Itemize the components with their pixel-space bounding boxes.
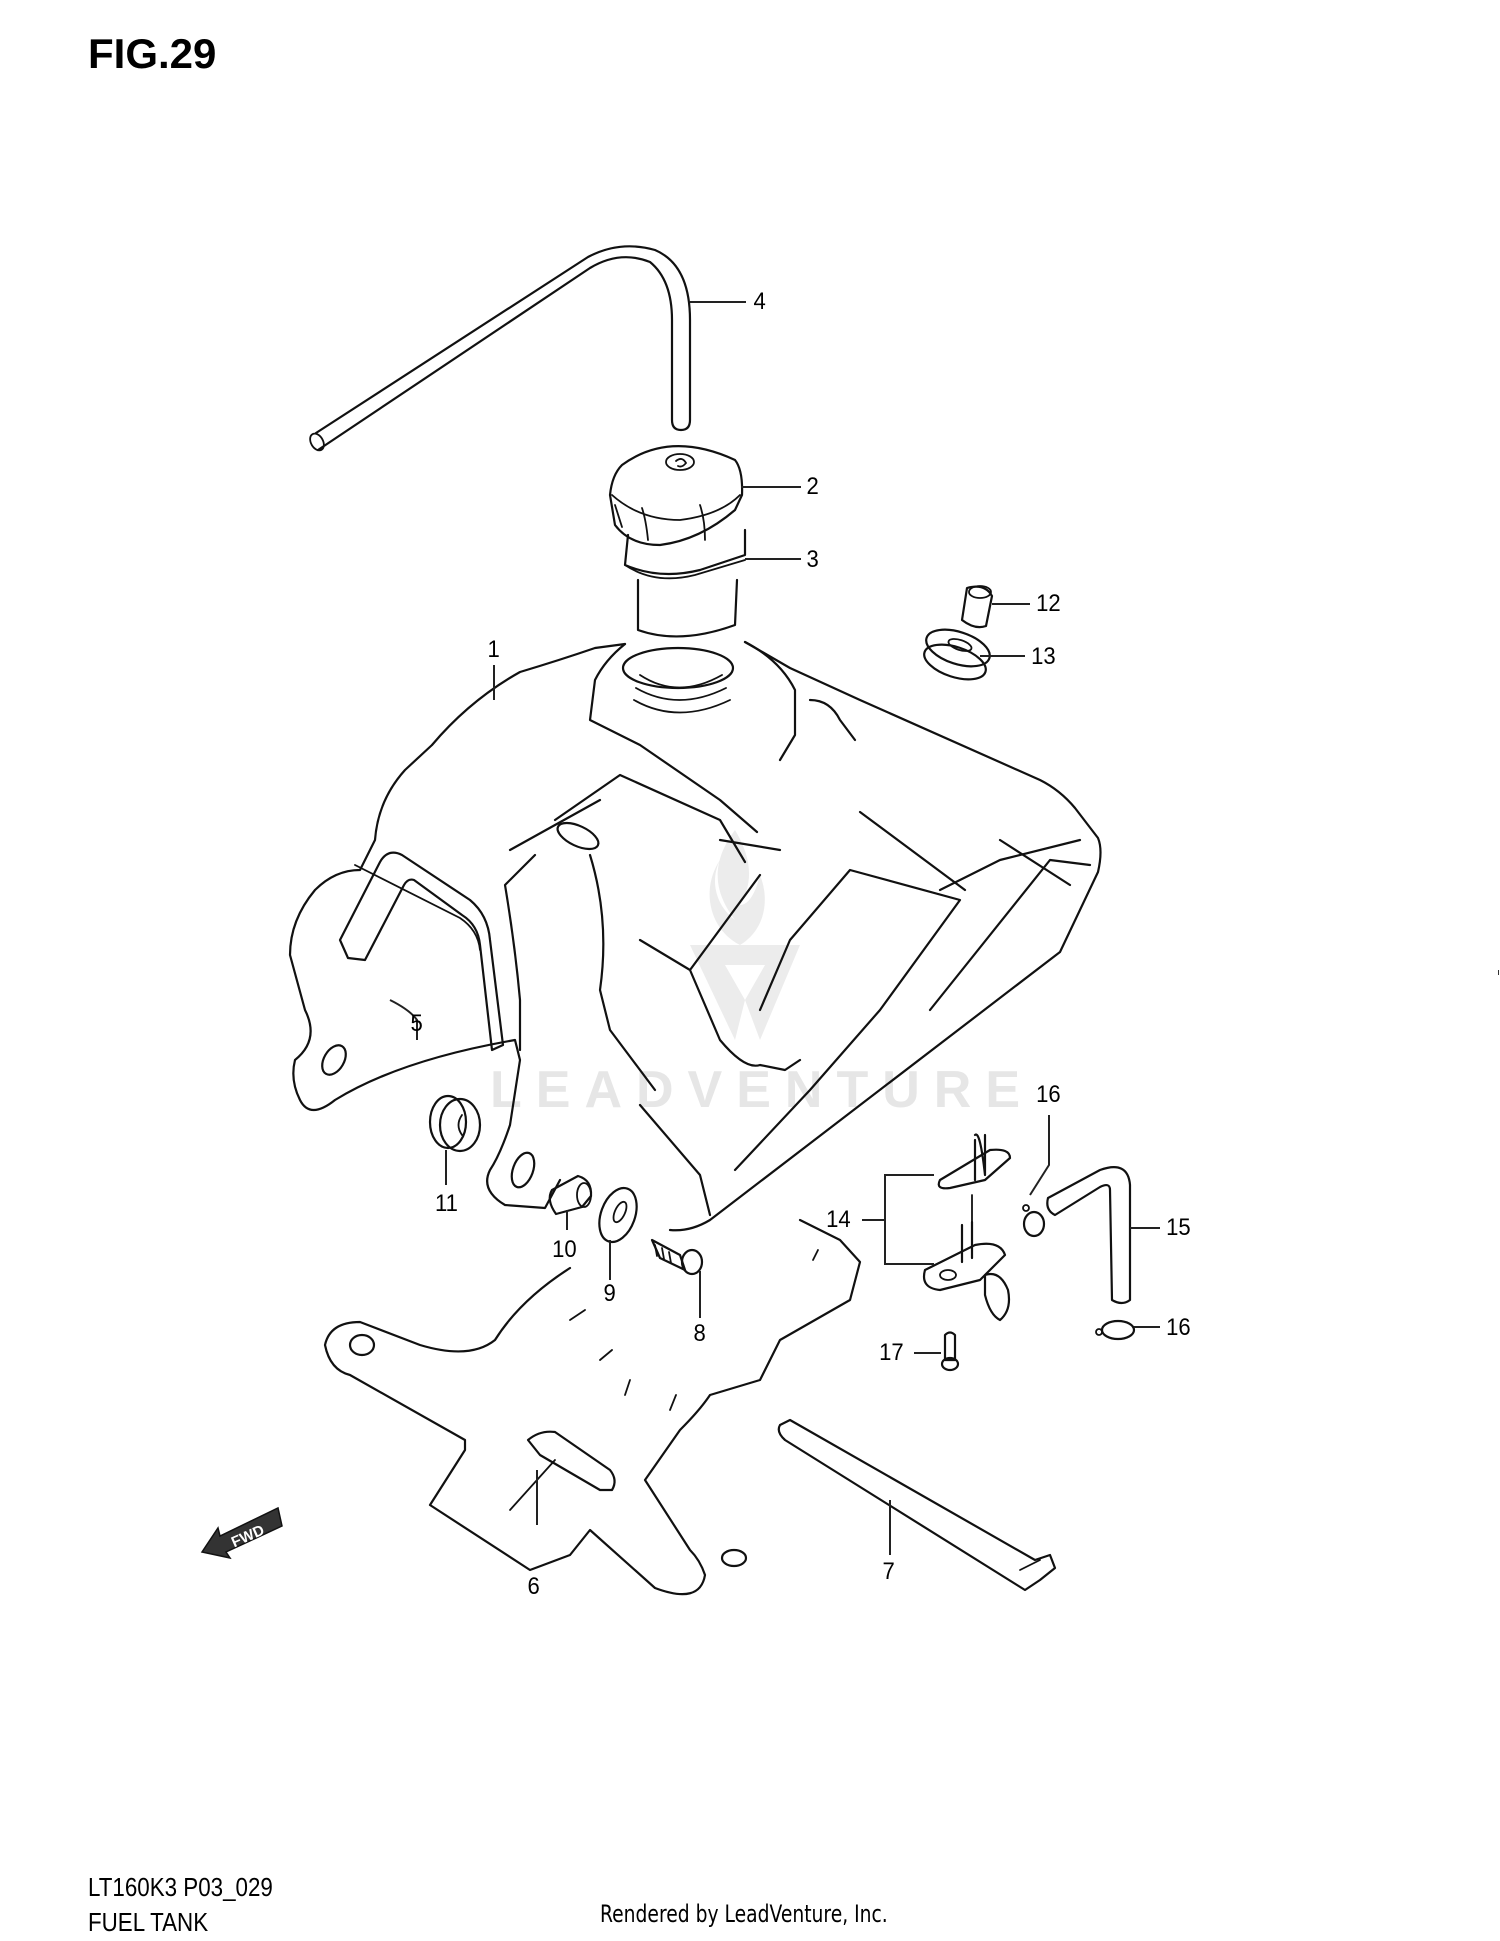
callout-7[interactable]: 7 — [882, 1558, 895, 1585]
render-credit: Rendered by LeadVenture, Inc. — [600, 1900, 888, 1928]
callout-5[interactable]: 5 — [410, 1010, 423, 1037]
callout-6[interactable]: 6 — [527, 1573, 540, 1600]
callout-2[interactable]: 2 — [806, 473, 819, 500]
section-name: FUEL TANK — [88, 1907, 209, 1937]
part-16-hose-clip-lower — [1095, 1319, 1136, 1341]
callout-8[interactable]: 8 — [693, 1320, 706, 1347]
callout-17[interactable]: 17 — [879, 1339, 904, 1366]
part-8-bolt — [650, 1238, 704, 1276]
callout-13[interactable]: 13 — [1031, 643, 1056, 670]
part-9-washer — [598, 1186, 638, 1244]
part-5-guard-bar — [338, 851, 505, 1052]
callout-14[interactable]: 14 — [826, 1206, 851, 1233]
callout-15[interactable]: 15 — [1166, 1214, 1191, 1241]
callout-16-lower[interactable]: 16 — [1166, 1314, 1191, 1341]
part-17-screw — [940, 1331, 960, 1372]
leader-lines — [389, 301, 1160, 1555]
callout-9[interactable]: 9 — [603, 1280, 616, 1307]
forward-arrow-icon: FWD — [200, 1506, 283, 1560]
callout-10[interactable]: 10 — [552, 1236, 577, 1263]
part-11-cushion-grommet — [428, 1094, 482, 1153]
watermark-logo-icon — [690, 830, 800, 1040]
callout-3[interactable]: 3 — [806, 546, 819, 573]
part-12-collar — [960, 585, 994, 629]
part-16-hose-clip-upper — [1022, 1204, 1046, 1238]
callout-11[interactable]: 11 — [434, 1190, 458, 1217]
figure-title: FIG.29 — [88, 30, 217, 77]
watermark: LEADVENTURE — [490, 1061, 1035, 1119]
part-7-strap — [777, 1418, 1057, 1592]
part-4-breather-hose — [309, 245, 692, 452]
part-15-fuel-hose — [1046, 1166, 1132, 1305]
callout-12[interactable]: 12 — [1036, 590, 1061, 617]
part-13-cushion — [923, 628, 991, 681]
model-code: LT160K3 P03_029 — [88, 1872, 273, 1902]
part-3-filler-neck — [623, 528, 747, 638]
part-1-fuel-tank — [288, 640, 1102, 1232]
fwd-label: FWD — [229, 1522, 267, 1551]
callout-4[interactable]: 4 — [753, 288, 766, 315]
part-2-fuel-cap — [608, 445, 744, 547]
part-14-fuel-cock — [922, 1133, 1012, 1322]
edge-mark — [1498, 970, 1499, 975]
part-10-spacer — [548, 1174, 593, 1216]
callout-16-upper[interactable]: 16 — [1036, 1081, 1061, 1108]
part-6-mounting-bracket — [323, 1218, 862, 1596]
callout-1[interactable]: 1 — [487, 636, 500, 663]
